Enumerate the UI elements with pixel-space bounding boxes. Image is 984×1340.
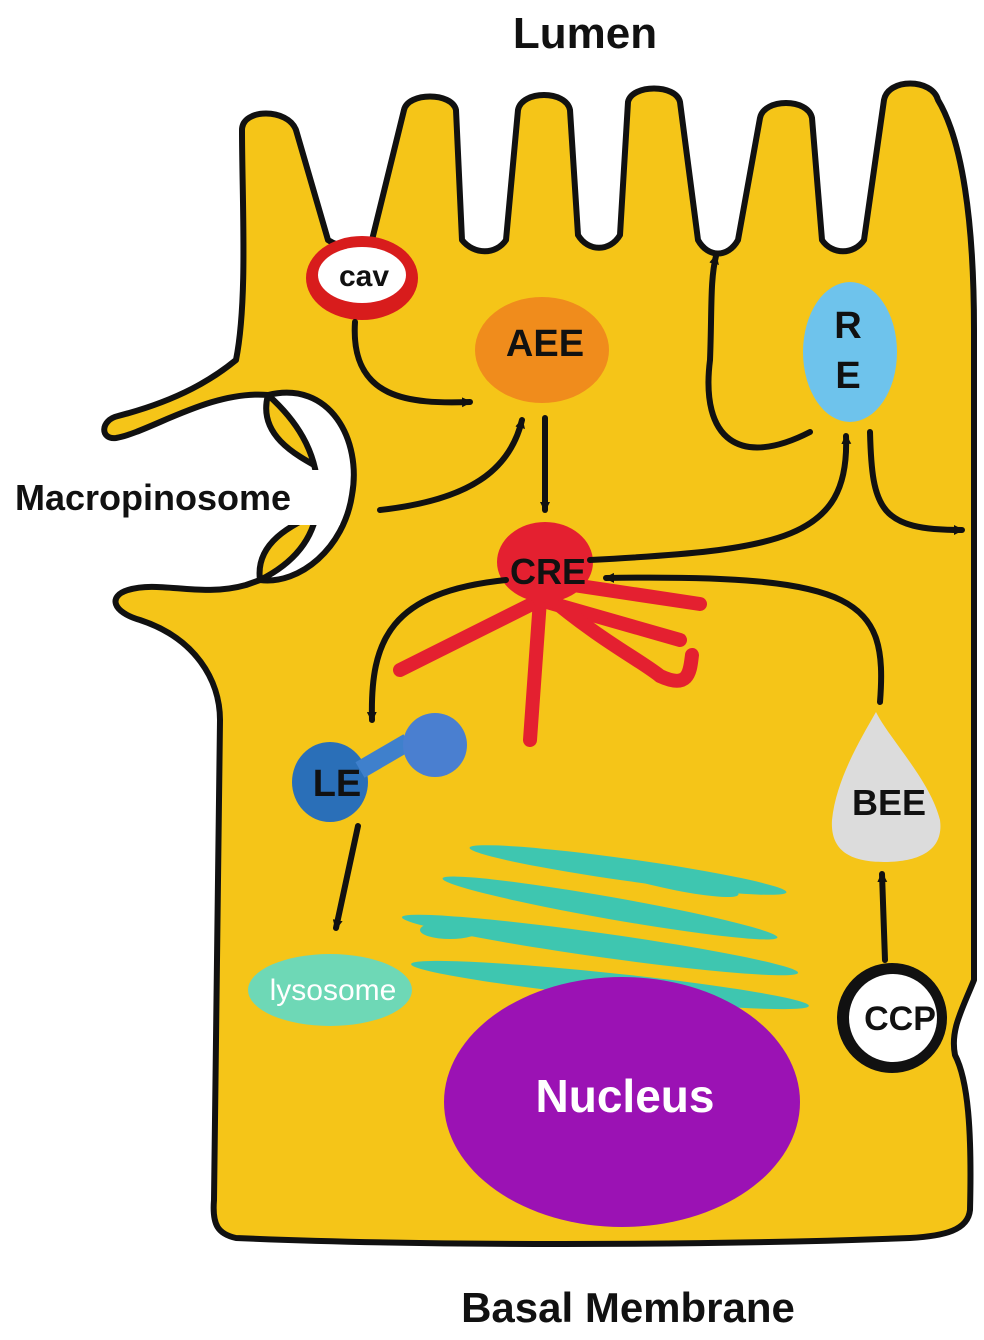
re-compartment	[803, 282, 897, 422]
le-vesicle	[403, 713, 467, 777]
lysosome-label: lysosome	[270, 974, 397, 1007]
arrow-ccp-to-bee	[882, 874, 885, 960]
bee-label: BEE	[852, 782, 926, 823]
aee-label: AEE	[506, 323, 584, 365]
re-label-top: R	[834, 305, 861, 347]
cre-label: CRE	[510, 551, 586, 592]
macropinosome-label: Macropinosome	[15, 477, 291, 518]
ccp-label: CCP	[864, 1000, 936, 1038]
basal-membrane-label: Basal Membrane	[461, 1284, 795, 1331]
nucleus-label: Nucleus	[536, 1070, 715, 1122]
cav-label: cav	[339, 260, 389, 293]
re-label-bottom: E	[835, 355, 860, 397]
le-label: LE	[313, 763, 362, 805]
lumen-label: Lumen	[513, 9, 657, 58]
